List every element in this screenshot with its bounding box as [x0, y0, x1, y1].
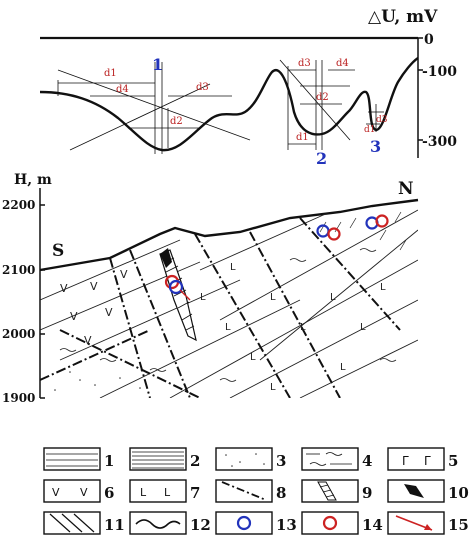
geological-section: H, m 2200 2100 2000 1900 S N	[2, 172, 419, 405]
svg-text:1: 1	[104, 452, 114, 470]
legend-item-13: 13	[215, 511, 297, 535]
anomaly-label-1: 1	[152, 55, 163, 74]
anomaly-label-2: 2	[316, 149, 327, 168]
svg-text:V: V	[105, 306, 113, 319]
svg-text:V: V	[84, 334, 92, 347]
svg-text:15: 15	[448, 516, 469, 534]
svg-text:L: L	[230, 262, 236, 273]
legend-item-7: L L 7	[129, 479, 200, 503]
potential-curve	[39, 57, 419, 152]
svg-text:7: 7	[190, 484, 200, 502]
legend-item-1: 1	[43, 447, 114, 471]
red-marker-2	[327, 227, 341, 241]
profile-tick-100: -100	[422, 64, 457, 80]
svg-text:10: 10	[448, 484, 469, 502]
a1-d1: d1	[104, 68, 117, 79]
anomaly-3-construction	[366, 104, 384, 132]
a2-d3: d3	[298, 58, 311, 69]
legend-item-12: 12	[129, 511, 211, 535]
svg-text:14: 14	[362, 516, 383, 534]
svg-text:6: 6	[104, 484, 114, 502]
legend-item-10: 10	[387, 479, 469, 503]
ore-body	[159, 249, 197, 342]
svg-text:9: 9	[362, 484, 372, 502]
svg-text:2: 2	[190, 452, 200, 470]
svg-text:V: V	[60, 282, 68, 295]
legend-item-8: 8	[215, 479, 286, 503]
svg-text:12: 12	[190, 516, 211, 534]
label-north: N	[398, 179, 414, 199]
a2-d4: d4	[336, 58, 349, 69]
svg-text:L: L	[340, 362, 346, 373]
svg-text:Γ: Γ	[424, 454, 431, 468]
rock-body: VVV VV VV LLL LLL LLL LL	[40, 209, 418, 398]
svg-text:4: 4	[362, 452, 372, 470]
svg-text:8: 8	[276, 484, 286, 502]
section-tick-1900: 1900	[2, 391, 35, 405]
svg-text:V: V	[90, 280, 98, 293]
svg-text:L: L	[380, 282, 386, 293]
svg-text:L: L	[360, 322, 366, 333]
legend-item-4: 4	[301, 447, 372, 471]
profile-axis-title: △U, mV	[368, 7, 438, 27]
legend-item-11: 11	[43, 511, 125, 535]
section-tick-2000: 2000	[2, 327, 35, 341]
svg-text:L: L	[250, 352, 256, 363]
label-south: S	[52, 241, 64, 261]
legend: 1 2 3 4 Γ Γ 5 V V 6	[43, 447, 469, 535]
a2-d1: d1	[296, 132, 309, 143]
red-marker-3	[375, 214, 389, 228]
a2-d2: d2	[316, 92, 329, 103]
blue-marker-1	[168, 279, 184, 295]
ore-outcrop	[160, 248, 172, 268]
svg-text:V: V	[52, 486, 60, 499]
anomaly-1-construction	[57, 62, 251, 154]
a1-d3: d3	[196, 82, 209, 93]
a1-d4: d4	[116, 84, 129, 95]
a1-d2: d2	[170, 116, 183, 127]
profile-tick-300: -300	[422, 134, 457, 150]
legend-item-6: V V 6	[43, 479, 114, 503]
legend-item-5: Γ Γ 5	[387, 447, 458, 471]
svg-text:L: L	[225, 322, 231, 333]
svg-text:L: L	[164, 486, 171, 499]
svg-text:3: 3	[276, 452, 286, 470]
a3-d1: d1	[364, 125, 376, 135]
section-axis-title: H, m	[14, 172, 52, 188]
profile-tick-0: 0	[424, 32, 434, 48]
section-tick-2100: 2100	[2, 263, 35, 277]
svg-text:V: V	[80, 486, 88, 499]
vector-arrow	[179, 289, 191, 301]
svg-text:L: L	[270, 382, 276, 393]
svg-text:5: 5	[448, 452, 458, 470]
svg-text:L: L	[140, 486, 147, 499]
anomaly-label-3: 3	[370, 137, 381, 156]
anomaly-2-construction	[279, 59, 355, 150]
svg-text:L: L	[300, 322, 306, 333]
svg-text:13: 13	[276, 516, 297, 534]
legend-item-9: 9	[301, 479, 372, 503]
potential-profile: △U, mV 0 -100 -300 d1 d4 d3 d2 1	[39, 7, 457, 168]
legend-item-14: 14	[301, 511, 383, 535]
svg-text:Γ: Γ	[402, 454, 409, 468]
legend-item-3: 3	[215, 447, 286, 471]
svg-text:V: V	[120, 268, 128, 281]
a3-d3: d3	[376, 115, 388, 125]
legend-item-15: 15	[387, 511, 469, 535]
ore-body-hatch	[163, 257, 195, 331]
svg-text:11: 11	[104, 516, 125, 534]
section-tick-2200: 2200	[2, 198, 35, 212]
topographic-surface	[39, 198, 419, 272]
svg-text:L: L	[270, 292, 276, 303]
legend-item-2: 2	[129, 447, 200, 471]
svg-text:L: L	[330, 292, 336, 303]
svg-text:V: V	[70, 310, 78, 323]
svg-text:L: L	[200, 292, 206, 303]
